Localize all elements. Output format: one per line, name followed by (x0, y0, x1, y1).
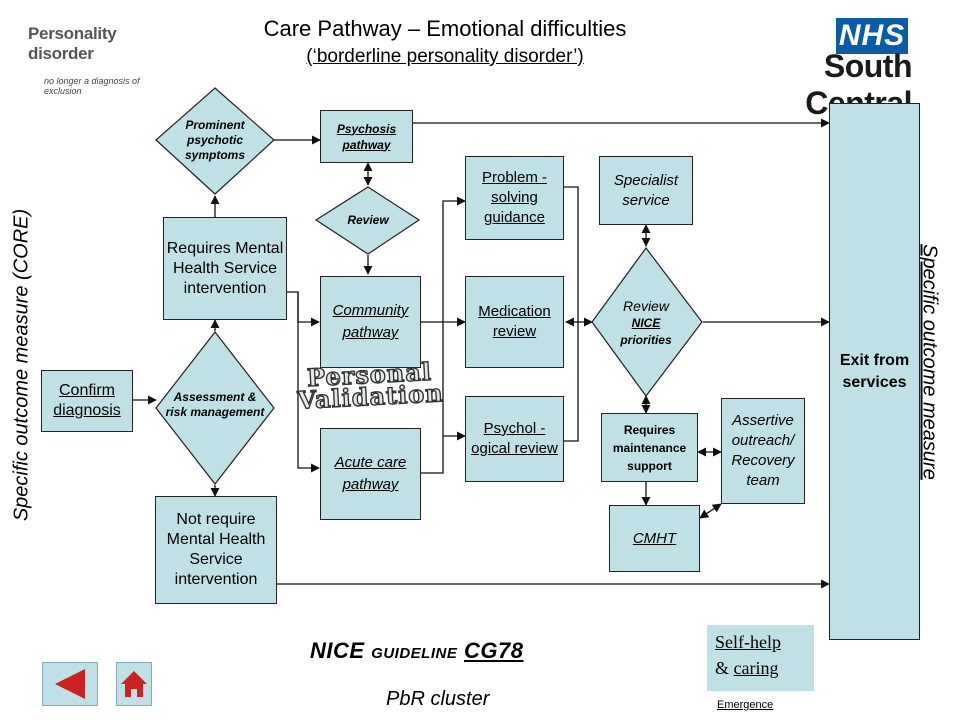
home-button[interactable] (116, 662, 152, 706)
arrow-cmht-assertive (699, 503, 722, 519)
requires-mh-box: Requires Mental Health Service intervent… (163, 217, 287, 320)
page-title: Care Pathway – Emotional difficulties (263, 16, 627, 41)
review-nice-prefix: Review (623, 297, 669, 314)
left-outcome-measure-label: Specific outcome measure (CORE) (11, 209, 34, 521)
diamond-review (314, 186, 421, 255)
connector-right-bracket (564, 186, 579, 442)
problem-solving-box[interactable]: Problem -solving guidance (465, 156, 564, 240)
cmht-box[interactable]: CMHT (609, 505, 700, 572)
review-nice-label: Review NICE priorities (600, 292, 692, 354)
cg78-link[interactable]: CG78 (463, 638, 524, 663)
logo-title: Personality disorder (28, 24, 117, 63)
psychological-review-box[interactable]: Psychol -ogical review (465, 396, 564, 482)
acute-care-pathway-box[interactable]: Acute care pathway (320, 428, 421, 520)
review-label: Review (347, 212, 389, 227)
community-pathway-box[interactable]: Community pathway (320, 276, 421, 368)
prominent-psychotic-label: Prominent psychotic symptoms (184, 117, 246, 162)
triangle-left-icon (55, 669, 85, 699)
specialist-service-box: Specialist service (599, 156, 693, 225)
not-require-mh-box: Not require Mental Health Service interv… (155, 496, 277, 604)
self-help-caring-box: Self-help & caring (707, 625, 814, 691)
exit-from-services-box: Exit from services (829, 103, 920, 640)
assessment-label: Assessment & risk management (165, 390, 265, 419)
self-help-link[interactable]: Self-help (715, 632, 781, 652)
confirm-diagnosis-box[interactable]: Confirm diagnosis (41, 370, 133, 432)
arrow-requires-to-acute (297, 292, 320, 473)
right-outcome-measure-label: Specific outcome measure (918, 244, 941, 480)
back-button[interactable] (42, 662, 98, 706)
psychosis-pathway-box[interactable]: Psychosis pathway (320, 110, 413, 163)
pbr-cluster-label: PbR cluster (386, 688, 490, 710)
home-icon (121, 671, 147, 697)
nice-link[interactable]: NICE (631, 315, 661, 330)
nice-guideline-prefix: NICE guideline (310, 638, 464, 663)
diamond-prominent-psychotic (155, 87, 275, 195)
nice-guideline-label: NICE guideline CG78 (310, 638, 523, 664)
diamond-assessment (155, 331, 275, 485)
nhs-logo: NHS (836, 18, 908, 54)
caring-link[interactable]: caring (733, 658, 779, 678)
medication-review-box[interactable]: Medication review (465, 276, 564, 368)
personal-validation-wordart[interactable]: Personal Validation (279, 356, 461, 415)
arrow-requires-to-community (287, 291, 320, 327)
arrow-to-problem-solving (421, 196, 466, 474)
personality-disorder-logo: Personality disorder no longer a diagnos… (28, 24, 153, 96)
diamond-review-nice (591, 246, 703, 398)
review-nice-suffix: priorities (620, 332, 672, 347)
emergence-link[interactable]: Emergence (717, 699, 774, 711)
page-subtitle: (‘borderline personality disorder’) (306, 46, 584, 67)
left-outcome-text: Specific outcome measure (CORE) (10, 208, 33, 522)
logo-tagline: no longer a diagnosis of exclusion (44, 76, 140, 96)
assertive-outreach-box: Assertive outreach/ Recovery team (721, 398, 805, 504)
caring-line: & caring (715, 655, 806, 681)
amp-text: & (715, 658, 734, 678)
requires-maintenance-box: Requires maintenance support (601, 413, 698, 482)
